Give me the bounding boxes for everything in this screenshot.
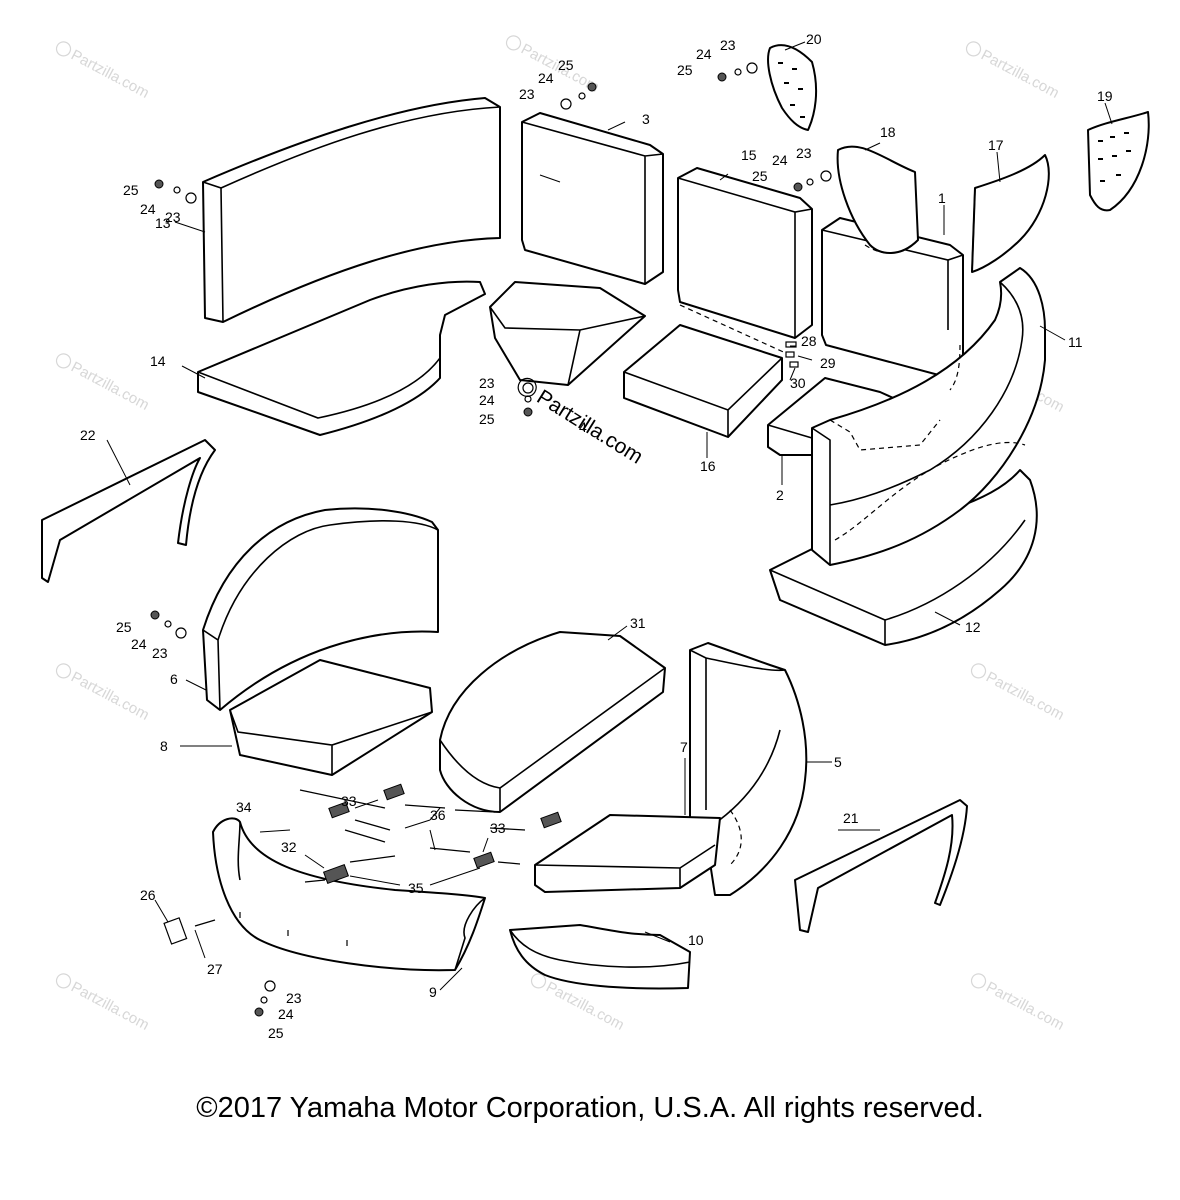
- part-15-cushion: [677, 167, 813, 339]
- callout-7: 7: [680, 739, 688, 755]
- hardware-washers: [150, 62, 832, 1017]
- callout-30: 30: [790, 375, 806, 391]
- callout-25-top: 25: [558, 57, 574, 73]
- callout-17: 17: [988, 137, 1004, 153]
- callout-11: 11: [1068, 334, 1083, 350]
- callout-26: 26: [140, 887, 156, 903]
- brackets-33: [163, 783, 562, 945]
- part-11-back-wall: [811, 267, 1046, 566]
- part-31-cushion: [439, 631, 666, 813]
- callout-24-left: 24: [140, 201, 156, 217]
- callout-28: 28: [801, 333, 817, 349]
- part-6-backrest: [202, 507, 439, 711]
- watermark-text: Partzilla.com: [68, 359, 152, 414]
- callout-34: 34: [236, 799, 252, 815]
- callout-8: 8: [160, 738, 168, 754]
- callout-2: 2: [776, 487, 784, 503]
- callout-22: 22: [80, 427, 96, 443]
- part-18-panel: [836, 145, 919, 254]
- parts-28-29-30-brackets: [679, 304, 799, 368]
- callout-23-mid-right: 23: [796, 145, 812, 161]
- callout-29: 29: [820, 355, 836, 371]
- callout-23-left: 23: [165, 209, 181, 225]
- callout-23-center: 23: [479, 375, 495, 391]
- callout-15: 15: [741, 147, 757, 163]
- callout-3: 3: [642, 111, 650, 127]
- watermark-text: Partzilla.com: [983, 979, 1067, 1034]
- watermark-text: Partzilla.com: [68, 669, 152, 724]
- part-20-panel: [767, 44, 818, 131]
- callout-25-bottom: 25: [268, 1025, 284, 1041]
- callout-9: 9: [429, 984, 437, 1000]
- callout-1: 1: [938, 190, 946, 206]
- callout-13: 13: [155, 215, 171, 231]
- part-22-trim: [41, 439, 216, 583]
- callout-24-center: 24: [479, 392, 495, 408]
- callout-21: 21: [843, 810, 859, 826]
- part-16-cushion: [623, 324, 783, 438]
- callout-23-top: 23: [519, 86, 535, 102]
- callout-23-bottom: 23: [286, 990, 302, 1006]
- part-10-cushion: [509, 924, 691, 990]
- part-3-cushion: [521, 112, 664, 285]
- callout-16: 16: [700, 458, 716, 474]
- part-8-seat: [229, 659, 433, 776]
- callout-25-left: 25: [123, 182, 139, 198]
- callout-25-lower-left: 25: [116, 619, 132, 635]
- watermark-text: Partzilla.com: [68, 979, 152, 1034]
- callout-24-mid-right: 24: [772, 152, 788, 168]
- watermark-text: Partzilla.com: [68, 47, 152, 102]
- part-21-trim: [794, 799, 968, 933]
- callout-24-top: 24: [538, 70, 554, 86]
- part-4-cushion: [489, 281, 646, 386]
- callout-6: 6: [170, 671, 178, 687]
- callout-32: 32: [281, 839, 297, 855]
- callout-12: 12: [965, 619, 981, 635]
- copyright-notice: ©2017 Yamaha Motor Corporation, U.S.A. A…: [196, 1092, 984, 1124]
- callout-19: 19: [1097, 88, 1113, 104]
- callout-14: 14: [150, 353, 166, 369]
- part-7-seat: [534, 814, 721, 893]
- watermark-text: Partzilla.com: [978, 47, 1062, 102]
- callout-labels: 1 2 3 4 5 6 7 8 9 10 11 12 13 14 15 16 1…: [80, 31, 1113, 1041]
- callout-24-bottom: 24: [278, 1006, 294, 1022]
- callout-25-center: 25: [479, 411, 495, 427]
- part-14-seat-cushion: [197, 280, 486, 436]
- screws-36: [194, 789, 526, 927]
- callout-23-upper-right: 23: [720, 37, 736, 53]
- callout-23-lower-left: 23: [152, 645, 168, 661]
- callout-24-upper-right: 24: [696, 46, 712, 62]
- part-9-front-panel: [212, 817, 486, 972]
- watermark-text: Partzilla.com: [983, 669, 1067, 724]
- callout-25-mid-right: 25: [752, 168, 768, 184]
- callout-24-lower-left: 24: [131, 636, 147, 652]
- callout-4: 4: [579, 419, 587, 435]
- callout-18: 18: [880, 124, 896, 140]
- part-13-backrest: [202, 97, 501, 323]
- callout-10: 10: [688, 932, 704, 948]
- callout-31: 31: [630, 615, 646, 631]
- callout-5: 5: [834, 754, 842, 770]
- callout-36: 36: [430, 807, 446, 823]
- callout-33-left: 33: [341, 793, 357, 809]
- callout-20: 20: [806, 31, 822, 47]
- part-19-panel: [1087, 111, 1150, 212]
- callout-25-upper-right: 25: [677, 62, 693, 78]
- callout-35: 35: [408, 880, 424, 896]
- callout-33-right: 33: [490, 820, 506, 836]
- callout-27: 27: [207, 961, 223, 977]
- leader-lines: [106, 41, 1113, 991]
- part-17-panel: [971, 154, 1050, 273]
